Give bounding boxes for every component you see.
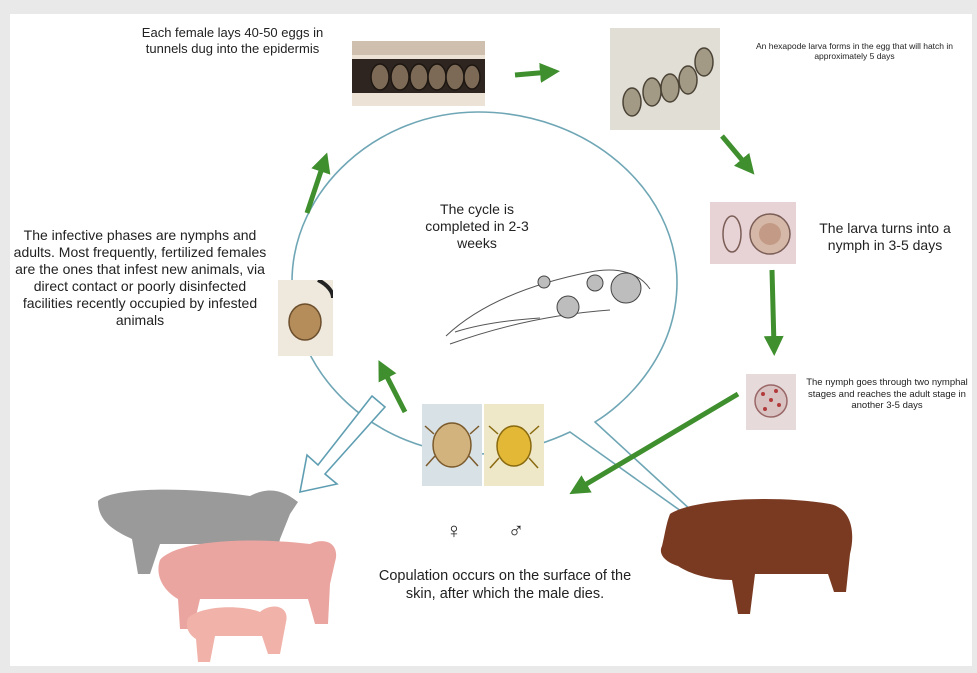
male-symbol: ♂ <box>506 518 526 545</box>
caption-infective: The infective phases are nymphs and adul… <box>13 227 267 329</box>
life-cycle-diagram: Each female lays 40-50 eggs in tunnels d… <box>10 14 972 666</box>
pig-red-icon <box>661 499 852 614</box>
caption-copulation: Copulation occurs on the surface of the … <box>365 568 645 603</box>
caption-eggs: Each female lays 40-50 eggs in tunnels d… <box>120 25 345 57</box>
caption-nymph: The larva turns into a nymph in 3-5 days <box>810 220 960 254</box>
center-cycle-text: The cycle is completed in 2-3 weeks <box>407 201 547 252</box>
caption-adult: The nymph goes through two nymphal stage… <box>802 377 972 412</box>
pig-pink-icon <box>158 541 336 662</box>
female-symbol: ♀ <box>444 518 464 545</box>
caption-larva: An hexapode larva forms in the egg that … <box>747 41 962 62</box>
